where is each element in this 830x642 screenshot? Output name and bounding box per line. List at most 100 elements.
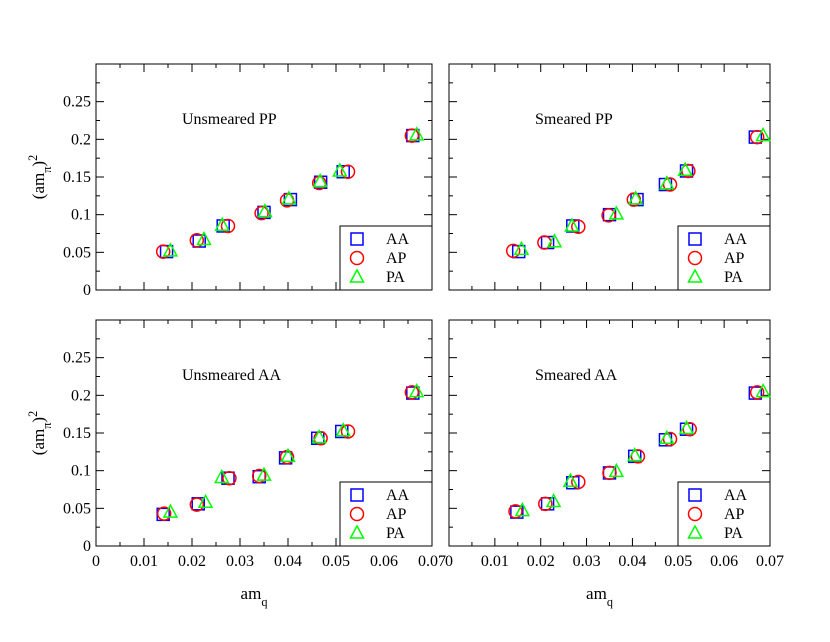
data-point-PA bbox=[311, 428, 327, 444]
y-tick-label: 0.1 bbox=[71, 207, 91, 224]
data-point-PA bbox=[514, 502, 531, 517]
data-point-AA bbox=[511, 244, 526, 259]
y-axis-label: (amπ​)2 bbox=[26, 411, 54, 455]
legend: AA AP PA bbox=[339, 481, 433, 547]
x-tick-label: 0.01 bbox=[130, 553, 158, 570]
data-point-PA bbox=[332, 162, 348, 177]
legend-box bbox=[677, 481, 771, 547]
data-point-AP bbox=[254, 205, 269, 221]
y-tick-label: 0 bbox=[83, 282, 91, 299]
data-point-AP bbox=[682, 421, 697, 437]
legend-label-PA: PA bbox=[724, 269, 743, 286]
x-tick-label: 0.07 bbox=[418, 553, 446, 570]
legend-box bbox=[339, 225, 433, 291]
y-tick-label: 0.15 bbox=[63, 425, 91, 442]
legend-marker-AA bbox=[350, 488, 364, 502]
legend-marker-AA bbox=[688, 488, 702, 502]
data-point-AP bbox=[749, 385, 765, 400]
data-point-AA bbox=[566, 475, 580, 490]
data-point-PA bbox=[627, 190, 644, 205]
legend-label-AP: AP bbox=[724, 506, 745, 523]
data-point-AP bbox=[662, 177, 678, 192]
data-point-AP bbox=[749, 129, 765, 145]
x-tick-label: 0.05 bbox=[322, 553, 350, 570]
y-tick-label: 0.1 bbox=[71, 463, 91, 480]
x-tick-label: 0 bbox=[445, 553, 453, 570]
data-point-PA bbox=[408, 382, 425, 398]
data-point-AP bbox=[340, 424, 356, 439]
x-tick-label: 0 bbox=[92, 553, 100, 570]
legend-marker-PA bbox=[349, 524, 365, 539]
y-tick-label: 0.05 bbox=[63, 500, 91, 517]
data-point-AP bbox=[601, 208, 616, 223]
series-PA bbox=[162, 126, 425, 257]
x-tick-label: 0.03 bbox=[226, 553, 254, 570]
legend-marker-PA bbox=[349, 268, 365, 283]
data-point-PA bbox=[608, 462, 625, 478]
legend-box bbox=[339, 481, 433, 547]
data-point-AP bbox=[156, 506, 172, 521]
series-AP bbox=[508, 385, 765, 519]
y-tick-label: 0.25 bbox=[63, 94, 91, 111]
data-point-AP bbox=[404, 128, 420, 143]
x-tick-label: 0.05 bbox=[664, 553, 692, 570]
legend-marker-AP bbox=[349, 250, 365, 266]
y-tick-label: 0 bbox=[83, 538, 91, 555]
legend: AA AP PA bbox=[677, 225, 771, 291]
data-point-AP bbox=[404, 385, 420, 400]
series-AP bbox=[156, 385, 420, 521]
x-tick-label: 0.06 bbox=[710, 553, 738, 570]
x-tick-label: 0.01 bbox=[481, 553, 509, 570]
data-point-PA bbox=[162, 242, 179, 257]
series-PA bbox=[514, 382, 771, 517]
data-point-PA bbox=[626, 447, 643, 462]
y-tick-label: 0.2 bbox=[71, 387, 91, 404]
data-point-AP bbox=[222, 470, 237, 486]
legend-marker-AP bbox=[349, 506, 365, 522]
data-point-AP bbox=[505, 243, 521, 259]
x-tick-label: 0.04 bbox=[618, 553, 646, 570]
data-point-PA bbox=[214, 468, 230, 484]
x-tick-label: 0.06 bbox=[370, 553, 398, 570]
legend-label-AA: AA bbox=[724, 231, 748, 248]
data-point-AP bbox=[251, 468, 267, 484]
data-point-PA bbox=[755, 382, 771, 398]
data-point-AP bbox=[189, 233, 205, 248]
data-point-PA bbox=[546, 233, 563, 248]
legend-box bbox=[677, 225, 771, 291]
legend-label-AP: AP bbox=[386, 506, 407, 523]
data-point-PA bbox=[408, 126, 425, 141]
data-point-PA bbox=[562, 472, 579, 487]
legend-marker-PA bbox=[687, 268, 703, 283]
data-point-PA bbox=[659, 429, 675, 445]
legend-marker-AP bbox=[687, 506, 703, 522]
data-point-AP bbox=[681, 163, 696, 179]
y-tick-label: 0.05 bbox=[63, 244, 91, 261]
data-point-PA bbox=[197, 493, 214, 509]
data-point-PA bbox=[312, 172, 328, 188]
x-tick-label: 0.03 bbox=[573, 553, 601, 570]
legend-label-AA: AA bbox=[386, 231, 410, 248]
legend-marker-AA bbox=[688, 232, 702, 246]
legend-label-AA: AA bbox=[386, 487, 410, 504]
panel-title: Unsmeared PP bbox=[182, 111, 277, 128]
legend-label-AP: AP bbox=[386, 250, 407, 267]
legend-label-AP: AP bbox=[724, 250, 745, 267]
data-point-AP bbox=[155, 244, 171, 259]
data-point-PA bbox=[608, 205, 625, 220]
data-point-AP bbox=[662, 431, 678, 447]
legend-label-PA: PA bbox=[386, 525, 405, 542]
data-point-PA bbox=[659, 175, 675, 190]
data-point-PA bbox=[545, 492, 562, 508]
y-tick-label: 0.25 bbox=[63, 350, 91, 367]
data-point-AP bbox=[571, 474, 586, 490]
y-tick-label: 0.15 bbox=[63, 169, 91, 186]
panel-title: Smeared AA bbox=[535, 367, 618, 384]
data-point-AP bbox=[571, 219, 586, 234]
data-point-PA bbox=[755, 126, 771, 142]
